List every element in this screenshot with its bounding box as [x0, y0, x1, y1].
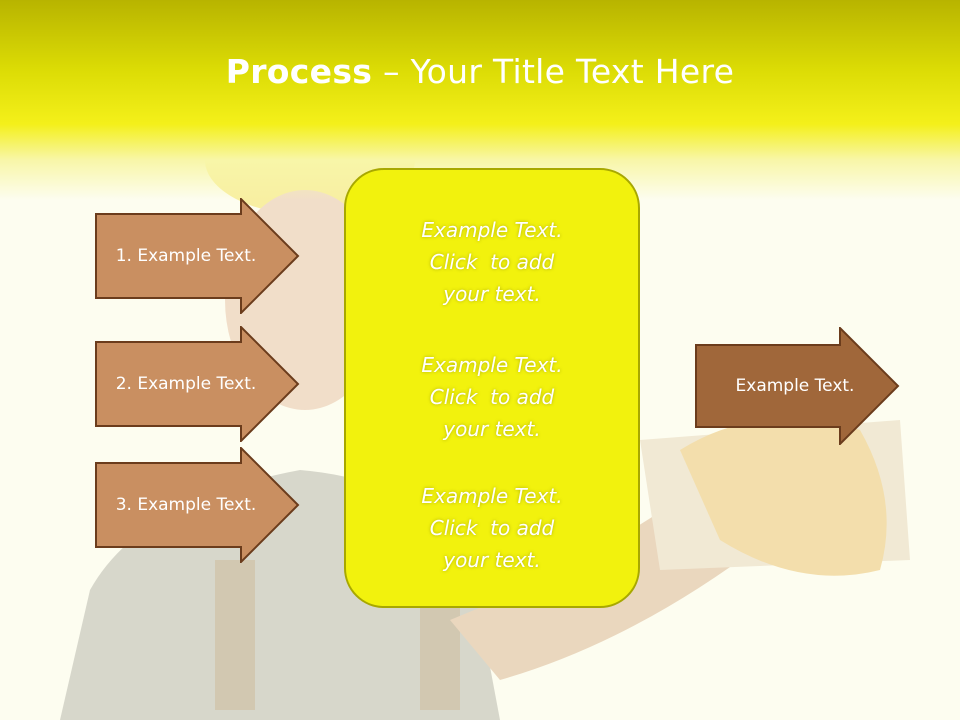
left-arrow-1[interactable]: 1. Example Text. [95, 198, 300, 314]
center-line: Example Text. [421, 484, 563, 508]
left-arrow-label: 2. Example Text. [115, 374, 257, 394]
title-bold: Process [225, 52, 373, 91]
title-rest: – Your Title Text Here [372, 52, 735, 91]
arrow-shape [95, 447, 300, 563]
center-line: your text. [443, 548, 541, 572]
arrow-shape [695, 327, 900, 445]
center-line: Example Text. [421, 218, 563, 242]
right-arrow-label: Example Text. [735, 376, 855, 396]
center-line: Click to add [429, 250, 555, 274]
center-text-block-2[interactable]: Example Text. Click to add your text. [346, 349, 638, 445]
left-arrow-3[interactable]: 3. Example Text. [95, 447, 300, 563]
arrow-shape [95, 326, 300, 442]
center-line: Click to add [429, 385, 555, 409]
center-line: your text. [443, 282, 541, 306]
header-band [0, 0, 960, 200]
center-line: Example Text. [421, 353, 563, 377]
left-arrow-label: 1. Example Text. [115, 246, 257, 266]
right-arrow[interactable]: Example Text. [695, 327, 900, 445]
arrow-shape [95, 198, 300, 314]
center-line: Click to add [429, 516, 555, 540]
center-text-block-1[interactable]: Example Text. Click to add your text. [346, 214, 638, 310]
center-process-box[interactable]: Example Text. Click to add your text. Ex… [344, 168, 640, 608]
slide-title: Process – Your Title Text Here [0, 52, 960, 91]
left-arrow-2[interactable]: 2. Example Text. [95, 326, 300, 442]
left-arrow-label: 3. Example Text. [115, 495, 257, 515]
center-text-block-3[interactable]: Example Text. Click to add your text. [346, 480, 638, 576]
center-line: your text. [443, 417, 541, 441]
